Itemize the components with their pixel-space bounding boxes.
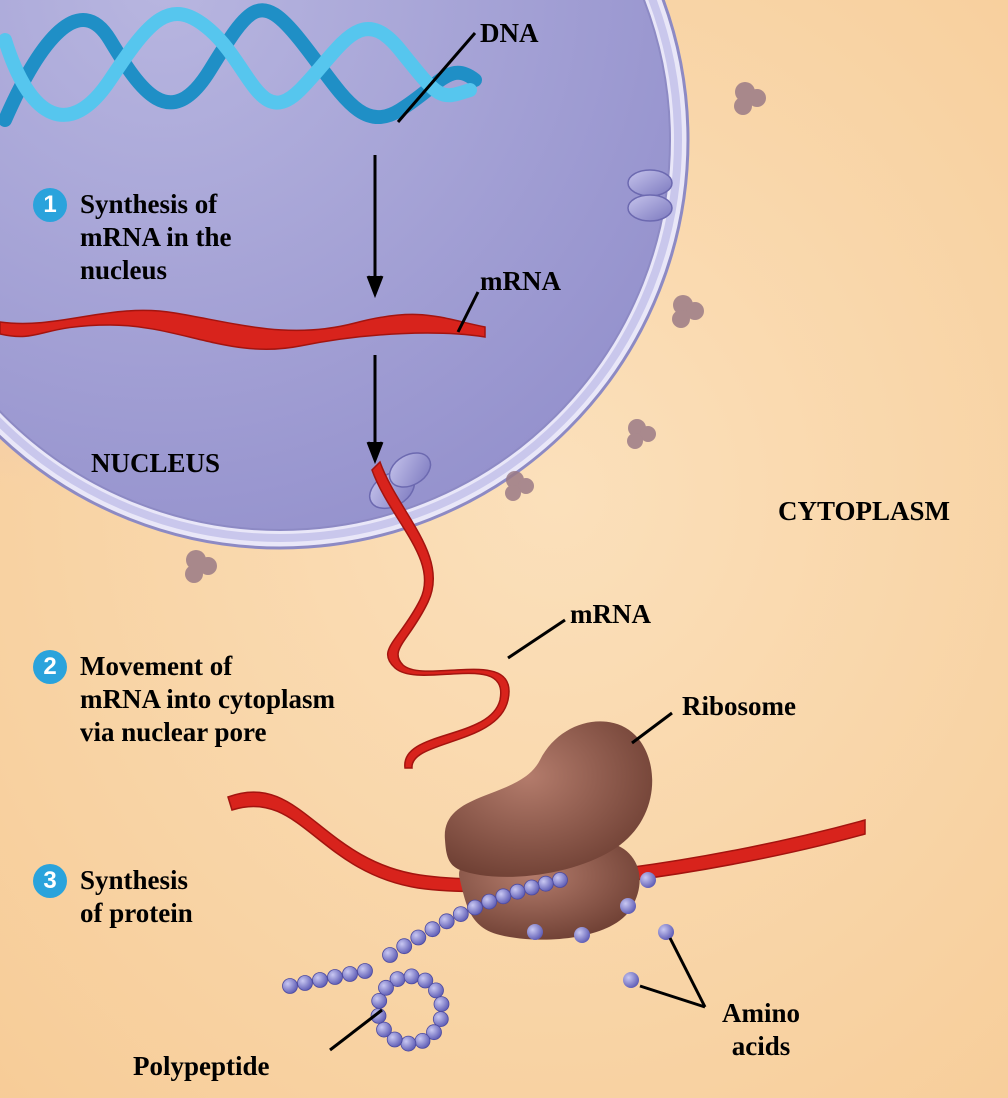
amino-acid-bead: [376, 1021, 392, 1038]
amino-acid-bead: [378, 979, 394, 996]
amino-acid-bead: [523, 879, 540, 896]
leader-amino-1: [668, 937, 707, 1008]
amino-acid-bead: [417, 972, 434, 989]
amino-acid-bead: [414, 1033, 431, 1049]
amino-acid-bead: [433, 996, 450, 1012]
amino-acid-bead: [424, 921, 441, 938]
amino-acid-bead: [481, 893, 498, 910]
amino-acid-bead: [428, 982, 444, 999]
label-ribosome: Ribosome: [682, 691, 796, 721]
step-2-badge: 2: [33, 650, 67, 684]
step-1-badge: 1: [33, 188, 67, 222]
label-amino-acids: Amino acids: [706, 997, 816, 1063]
label-amino-line2: acids: [731, 1031, 791, 1061]
step-1-line-3: nucleus: [80, 255, 168, 285]
mrna-ribbon-exit: [371, 460, 510, 769]
amino-acid-bead: [371, 993, 388, 1009]
amino-acid-bead: [382, 947, 398, 963]
leader-ribosome: [631, 711, 673, 745]
nucleus: [0, 0, 690, 550]
leader-dna: [396, 32, 477, 123]
label-dna: DNA: [480, 18, 539, 48]
amino-acid-bead: [537, 875, 554, 892]
step-1-line-1: Synthesis of: [80, 189, 218, 219]
label-amino-line1: Amino: [721, 998, 800, 1028]
dna-helix: [0, 3, 482, 127]
leader-mrna-mid: [507, 618, 566, 660]
amino-acid-bead: [282, 978, 298, 994]
amino-acid-bead: [426, 1024, 442, 1041]
amino-acid-bead: [467, 899, 483, 916]
step-1-text: Synthesis of mRNA in the nucleus: [80, 188, 232, 287]
leader-lines: [329, 32, 707, 1052]
amino-acid-bead: [357, 963, 373, 979]
free-amino-acids: [527, 872, 674, 988]
amino-acid-bead: [342, 966, 358, 982]
amino-acid-bead: [312, 972, 328, 988]
polypeptide-chain: [282, 872, 568, 1052]
step-2-line-3: via nuclear pore: [80, 717, 267, 747]
step-3-badge: 3: [33, 864, 67, 898]
step-2-line-1: Movement of: [80, 651, 233, 681]
leader-amino-2: [639, 984, 706, 1009]
label-nucleus: NUCLEUS: [91, 448, 221, 478]
amino-acid-bead: [297, 975, 313, 991]
amino-acid-bead: [410, 929, 427, 946]
step-1-line-2: mRNA in the: [80, 222, 232, 252]
step-3-line-1: Synthesis: [80, 865, 189, 895]
label-polypeptide: Polypeptide: [133, 1051, 270, 1081]
amino-acid-bead: [400, 1035, 417, 1052]
amino-acid-bead: [403, 968, 420, 985]
amino-acid-bead: [452, 906, 469, 922]
mrna-ribbon-ribosome: [227, 791, 866, 893]
leader-polypeptide: [329, 1008, 383, 1052]
amino-acid-bead: [438, 913, 455, 930]
mrna-strand-nucleus: [0, 309, 486, 350]
amino-acid-bead: [509, 883, 526, 900]
nuclear-pore-right: [627, 169, 673, 222]
step-3-text: Synthesis of protein: [80, 864, 193, 930]
label-cytoplasm: CYTOPLASM: [778, 496, 951, 526]
step-2-text: Movement of mRNA into cytoplasm via nucl…: [80, 650, 335, 749]
envelope-clusters: [185, 82, 766, 583]
amino-acid-bead: [552, 872, 568, 888]
amino-acid-bead: [396, 938, 413, 955]
leader-mrna-top: [456, 291, 480, 333]
amino-acid-bead: [386, 1031, 403, 1048]
label-mrna-nucleus: mRNA: [480, 266, 561, 296]
step-2-line-2: mRNA into cytoplasm: [80, 684, 335, 714]
step-3-line-2: of protein: [80, 898, 193, 928]
label-mrna-cytoplasm: mRNA: [570, 599, 651, 629]
amino-acid-bead: [327, 969, 343, 985]
amino-acid-bead: [495, 888, 512, 905]
amino-acid-bead: [432, 1011, 449, 1027]
flow-arrows: [366, 155, 384, 465]
